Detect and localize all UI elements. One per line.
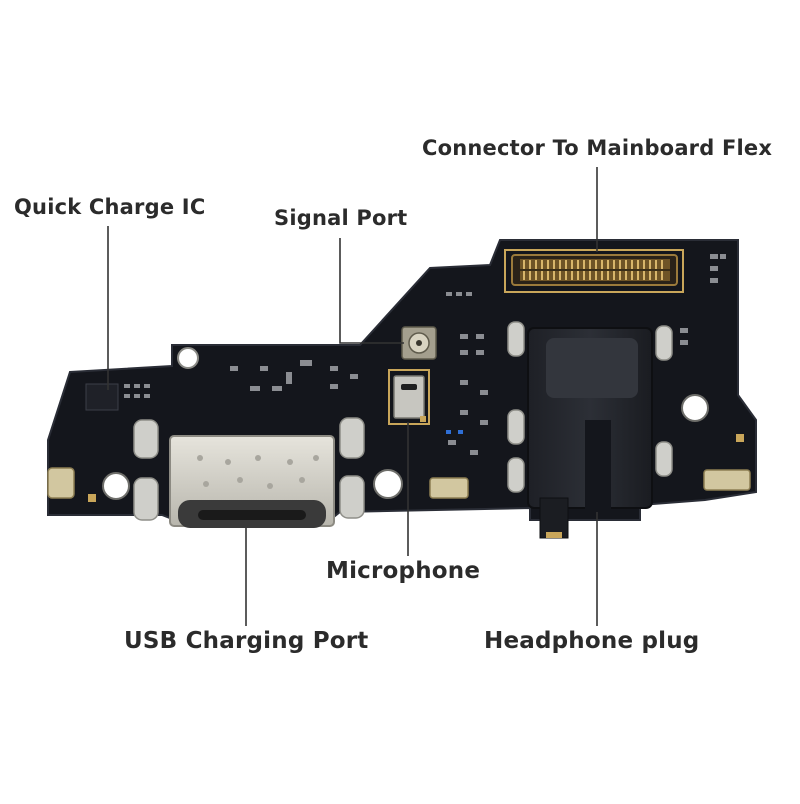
label-signal-port: Signal Port: [274, 206, 408, 230]
usb-c-port: [169, 435, 335, 528]
leader-signal-port: [339, 238, 404, 344]
leader-lines: [107, 167, 598, 626]
signal-port: [401, 326, 437, 360]
label-headphone-plug: Headphone plug: [484, 628, 700, 654]
headphone-jack: [527, 327, 653, 539]
label-usb-charging-port: USB Charging Port: [124, 628, 369, 654]
label-microphone: Microphone: [326, 558, 481, 584]
mounting-holes: [102, 347, 709, 500]
solder-pads: [133, 321, 673, 521]
mainboard-connector: [504, 249, 684, 293]
label-quick-charge-ic: Quick Charge IC: [14, 195, 206, 219]
smd-components: [85, 254, 744, 502]
spring-contacts: [47, 467, 751, 499]
label-connector-to-mainboard-flex: Connector To Mainboard Flex: [422, 136, 773, 160]
microphone-component: [388, 369, 430, 425]
